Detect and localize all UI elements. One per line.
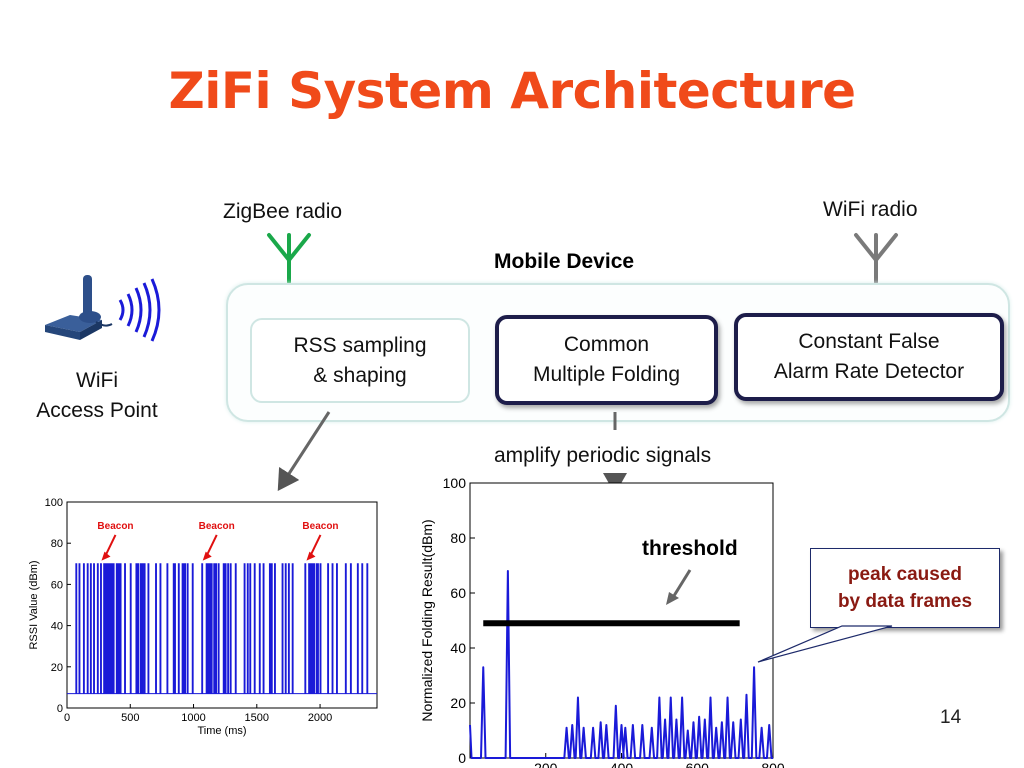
arrow-to-rssi-chart [277,411,331,492]
x-tick-label: 2000 [308,712,332,724]
beacon-arrowhead [306,551,316,561]
y-tick-label: 0 [458,750,466,766]
x-tick-label: 400 [610,760,634,768]
zigbee-antenna-icon [267,233,311,284]
y-tick-label: 100 [45,497,63,509]
module-line: Constant False [798,330,940,353]
y-tick-label: 40 [450,640,466,656]
page-number: 14 [940,707,962,728]
slide-title: ZiFi System Architecture [168,62,856,120]
module-line: Multiple Folding [532,363,681,386]
y-tick-label: 20 [450,695,466,711]
x-tick-label: 1500 [245,712,269,724]
y-tick-label: 0 [57,703,63,715]
zigbee-radio-label: ZigBee radio [223,200,343,223]
callout-line: peak caused [847,564,963,585]
amplify-label: amplify periodic signals [494,444,712,467]
access-point-line: Access Point [36,399,158,422]
module-line: Common [563,333,650,356]
y-tick-label: 20 [51,662,63,674]
mobile-device-label: Mobile Device [494,250,635,273]
x-tick-label: 500 [121,712,139,724]
y-axis-label: RSSI Value (dBm) [28,560,40,649]
module-line: RSS sampling [293,333,427,357]
y-tick-label: 80 [51,538,63,550]
beacon-label: Beacon [97,521,133,532]
threshold-label: threshold [642,537,738,560]
module-line: & shaping [313,363,407,387]
folding-chart: 020406080100200400600800Phase(ms)Normali… [419,475,785,768]
beacon-arrowhead [202,551,212,561]
rssi-series-line [67,563,377,695]
peak-callout: peak caused by data frames [810,548,1000,628]
wifi-radio-label: WiFi radio [823,198,918,221]
x-tick-label: 0 [64,712,70,724]
access-point-label: WiFi Access Point [22,366,172,426]
y-tick-label: 60 [450,585,466,601]
y-tick-label: 80 [450,530,466,546]
access-point-line: WiFi [76,369,118,392]
beacon-label: Beacon [302,521,338,532]
module-line: Alarm Rate Detector [773,360,965,383]
beacon-arrowhead [101,551,111,561]
threshold-arrow [666,569,692,605]
module-rss-sampling: RSS sampling & shaping [250,318,470,403]
y-tick-label: 40 [51,621,63,633]
x-tick-label: 200 [534,760,558,768]
wifi-access-point-icon [45,275,161,342]
callout-pointer [757,625,893,663]
x-axis-label: Time (ms) [197,725,246,737]
y-axis-label: Normalized Folding Result(dBm) [419,519,435,721]
folding-series-line [469,570,773,759]
x-tick-label: 600 [686,760,710,768]
callout-line: by data frames [837,591,973,612]
beacon-label: Beacon [199,521,235,532]
y-tick-label: 100 [443,475,467,491]
wifi-antenna-icon [854,233,898,284]
y-tick-label: 60 [51,579,63,591]
x-tick-label: 1000 [181,712,205,724]
x-tick-label: 800 [761,760,785,768]
